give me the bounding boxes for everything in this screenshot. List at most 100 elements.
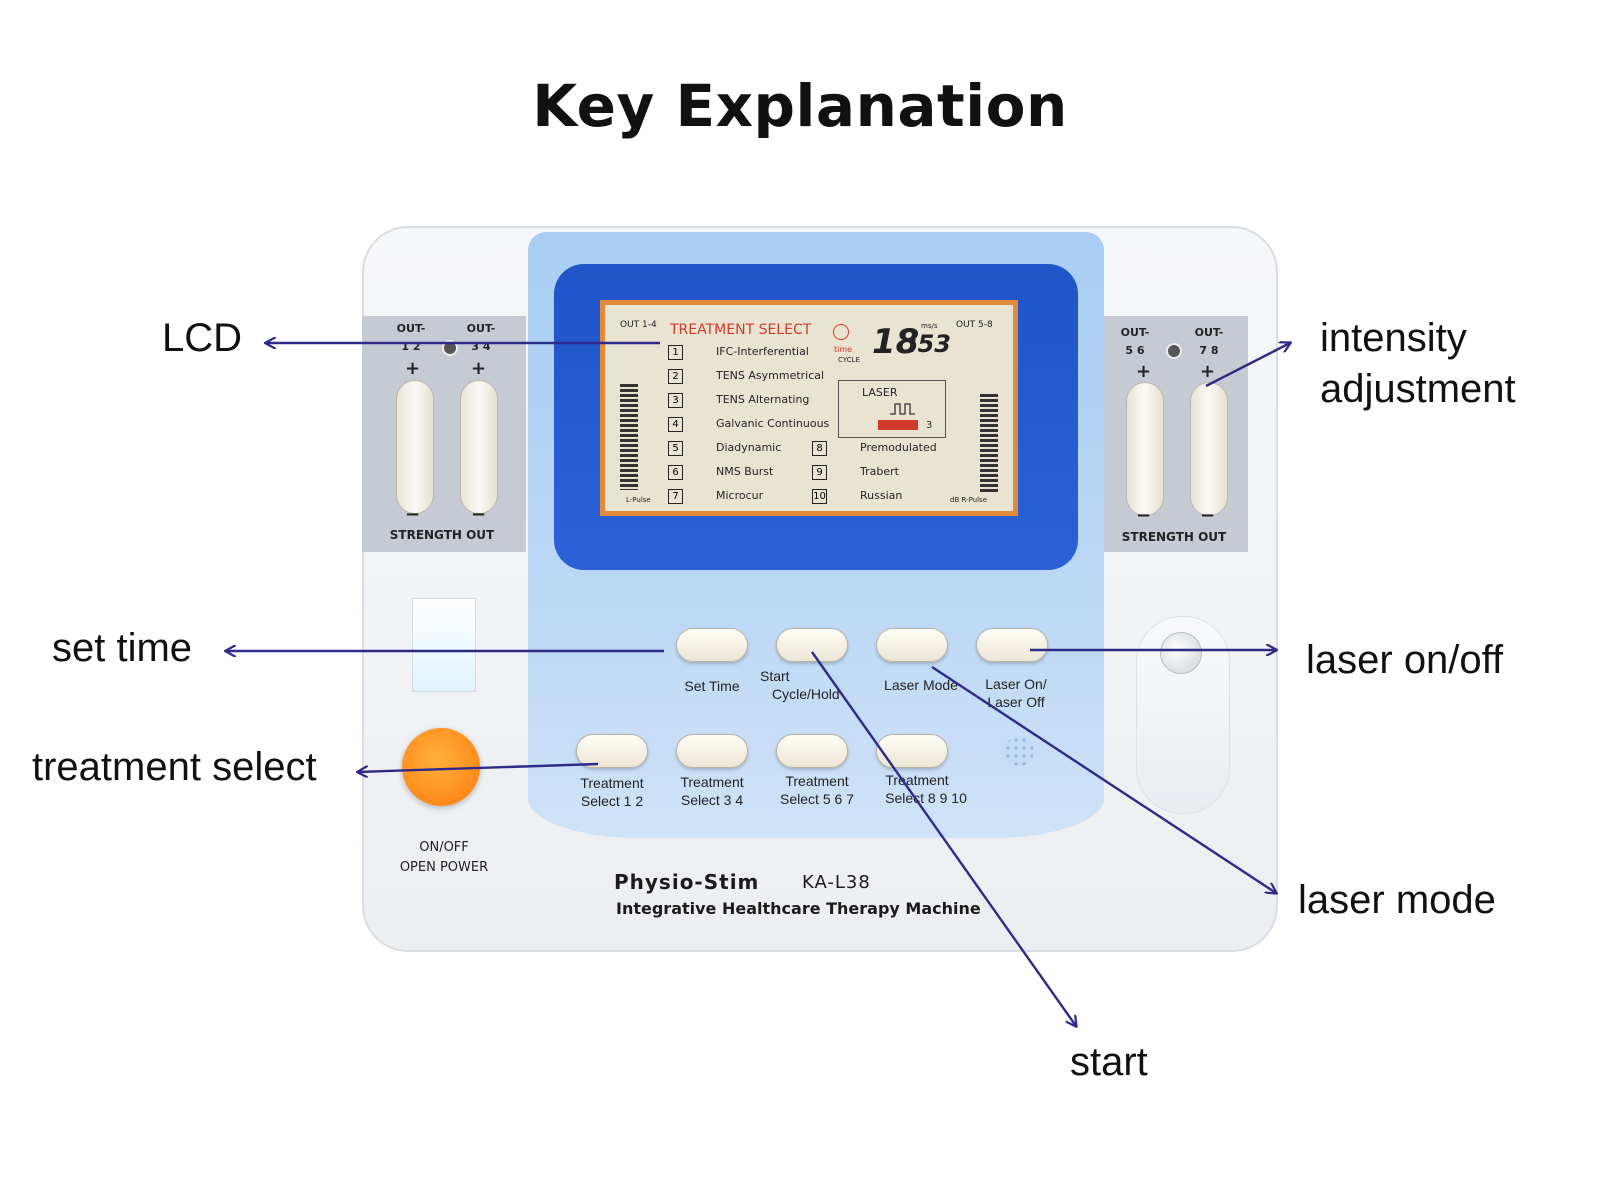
right-out-label-1: OUT-: [1120, 326, 1150, 339]
laser-onoff-button[interactable]: [976, 628, 1048, 662]
clock-icon: [833, 324, 849, 340]
left-strength-panel: [362, 316, 526, 552]
callout-treatment-select: treatment select: [32, 745, 317, 789]
right-channel-1: 5 6: [1125, 344, 1145, 357]
ts34-label-1: Treatment: [680, 774, 744, 790]
lcd-pulse-left: L-Pulse: [626, 496, 651, 504]
lcd-mode-name: Diadynamic: [716, 441, 782, 454]
lcd-mode-number: 8: [812, 441, 827, 456]
strength-slider-out-2[interactable]: [460, 380, 498, 514]
left-minus-2: −: [471, 504, 487, 525]
ts12-label-1: Treatment: [580, 775, 644, 791]
lcd-mode-number: 5: [668, 441, 683, 456]
lcd-mode-number: 7: [668, 489, 683, 504]
speaker-icon: [1004, 736, 1034, 766]
lcd-laser-box: [838, 380, 946, 438]
strength-slider-out-4[interactable]: [1190, 382, 1228, 516]
start-label-2: Cycle/Hold: [772, 686, 840, 702]
lcd-laser-level: 3: [926, 420, 933, 431]
lcd-mode-number: 4: [668, 417, 683, 432]
lcd-mode-name: Trabert: [860, 465, 899, 478]
power-label-line1: ON/OFF: [419, 840, 469, 855]
lcd-laser-label: LASER: [862, 386, 898, 399]
lcd-pulse-right: dB R-Pulse: [950, 496, 988, 504]
arrow-intensity: [1205, 343, 1290, 388]
ts8910-label-1: Treatment: [885, 772, 949, 788]
left-out-label-2: OUT-: [466, 322, 496, 335]
callout-laser-onoff: laser on/off: [1306, 638, 1504, 682]
strength-slider-out-3[interactable]: [1126, 382, 1164, 516]
lcd-time-big: 18: [872, 322, 920, 362]
right-out-label-2: OUT-: [1194, 326, 1224, 339]
arrow-laser-mode: [931, 665, 1276, 893]
laser-onoff-label-1: Laser On/: [985, 676, 1047, 692]
start-button[interactable]: [776, 628, 848, 662]
indicator-window: [412, 598, 476, 692]
lcd-mode-name: Microcur: [716, 489, 764, 502]
laser-onoff-label-2: Laser Off: [987, 694, 1045, 710]
laser-probe-icon[interactable]: [1160, 632, 1202, 674]
set-time-button[interactable]: [676, 628, 748, 662]
diagram-title: Key Explanation: [532, 72, 1068, 140]
lcd-mode-name: TENS Asymmetrical: [716, 369, 825, 382]
lcd-mode-number: 3: [668, 393, 683, 408]
left-out-label-1: OUT-: [396, 322, 426, 335]
treatment-select-8910-button[interactable]: [876, 734, 948, 768]
treatment-select-12-button[interactable]: [576, 734, 648, 768]
callout-intensity-line2: adjustment: [1320, 367, 1516, 411]
lcd-mode-name: NMS Burst: [716, 465, 774, 478]
brand-name: Physio-Stim: [614, 870, 760, 894]
power-label-line2: OPEN POWER: [399, 860, 489, 875]
callout-intensity-line1: intensity: [1320, 316, 1467, 360]
lcd-mode-name: Galvanic Continuous: [716, 417, 830, 430]
left-plus-2: +: [471, 358, 487, 379]
callout-lcd: LCD: [162, 316, 243, 360]
left-strength-label: STRENGTH OUT: [389, 528, 495, 542]
lcd-out-right: OUT 5-8: [956, 320, 993, 330]
lcd-right-level-meter: [980, 394, 998, 492]
right-minus-2: −: [1200, 505, 1216, 526]
treatment-select-567-button[interactable]: [776, 734, 848, 768]
power-button[interactable]: [402, 728, 480, 806]
ts8910-label-2: Select 8 9 10: [885, 790, 967, 806]
lcd-mode-name: IFC-Interferential: [716, 345, 809, 358]
strength-slider-out-1[interactable]: [396, 380, 434, 514]
lcd-mode-name: Russian: [860, 489, 903, 502]
right-strength-label: STRENGTH OUT: [1121, 530, 1227, 544]
left-minus-1: −: [405, 504, 421, 525]
tagline: Integrative Healthcare Therapy Machine: [616, 899, 981, 918]
ts567-label-2: Select 5 6 7: [780, 791, 854, 807]
lcd-time-small: :53: [908, 330, 951, 358]
right-channel-2: 7 8: [1199, 344, 1219, 357]
model-name: KA-L38: [802, 872, 871, 893]
ts12-label-2: Select 1 2: [580, 793, 644, 809]
callout-set-time: set time: [52, 626, 193, 670]
lcd-mode-number: 2: [668, 369, 683, 384]
laser-mode-label: Laser Mode: [884, 677, 958, 693]
lcd-mode-number: 9: [812, 465, 827, 480]
set-time-label: Set Time: [684, 678, 740, 694]
laser-mode-button[interactable]: [876, 628, 948, 662]
right-plus-2: +: [1200, 361, 1216, 382]
lcd-mode-number: 6: [668, 465, 683, 480]
start-label-1: Start: [760, 668, 790, 684]
treatment-select-34-button[interactable]: [676, 734, 748, 768]
lcd-mode-number: 10: [812, 489, 827, 504]
right-plus-1: +: [1136, 361, 1152, 382]
lcd-laser-wave-icon: [890, 403, 915, 415]
left-plus-1: +: [405, 358, 421, 379]
right-minus-1: −: [1136, 505, 1152, 526]
callout-start: start: [1070, 1040, 1148, 1084]
callout-laser-mode: laser mode: [1298, 878, 1496, 922]
lcd-screen: [600, 300, 1018, 516]
lcd-mode-name: Premodulated: [860, 441, 937, 454]
right-jack-icon: [1166, 343, 1182, 359]
lcd-cycle-label: CYCLE: [838, 356, 860, 364]
arrow-start: [811, 651, 1076, 1026]
ts34-label-2: Select 3 4: [680, 792, 744, 808]
lcd-left-level-meter: [620, 384, 638, 490]
lcd-mode-number: 1: [668, 345, 683, 360]
lcd-out-left: OUT 1-4: [620, 320, 657, 330]
lcd-header: TREATMENT SELECT: [670, 322, 812, 338]
